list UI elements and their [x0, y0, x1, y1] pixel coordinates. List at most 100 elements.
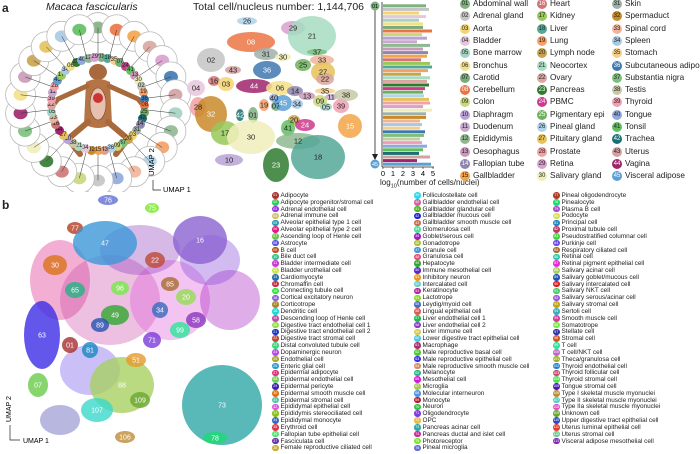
- cell-type-name: Astrocyte: [280, 239, 308, 247]
- organ-pointer-line: [137, 60, 163, 77]
- organ-number-badge: 01: [96, 52, 106, 62]
- organ-pointer-line: [120, 36, 135, 62]
- organ-pointer-line: [79, 150, 87, 179]
- cell-type-number-badge: 34: [272, 417, 279, 424]
- organ-number-badge: 35: [109, 55, 119, 65]
- organ-number-badge: 20: [123, 135, 133, 145]
- cell-type-name: Sertoli cell: [561, 307, 591, 315]
- tissue-number-badge: 25: [537, 109, 547, 120]
- cell-type-number-badge: 32: [272, 403, 279, 411]
- cell-type-number-badge: 77: [553, 192, 560, 199]
- tissue-number-badge: 23: [537, 85, 547, 96]
- cell-type-name: Bile duct cell: [280, 253, 317, 261]
- umap-cluster-tissue-25: [295, 59, 311, 71]
- umap-cell-cluster-label: 89: [96, 323, 104, 330]
- tissue-name: Salivary gland: [550, 171, 602, 181]
- cell-type-number-badge: 13: [272, 274, 279, 281]
- cell-type-name: Erythroid cell: [280, 423, 318, 431]
- umap-cluster-tissue-45: [274, 95, 292, 111]
- umap-cell-cluster-65: [65, 282, 85, 298]
- cell-type-number-badge: 59: [414, 328, 421, 336]
- umap-cell-cluster-label: 75: [148, 206, 156, 213]
- cell-type-name: Intercalated cell: [422, 280, 468, 288]
- x-tick-label: 3: [411, 169, 415, 178]
- tissue-number-badge: 35: [612, 48, 622, 59]
- cell-type-number-badge: 27: [272, 369, 279, 377]
- tissue-number-badge: 31: [612, 0, 622, 9]
- cell-type-name: Digestive tract endothelial cell 1: [280, 321, 371, 329]
- cell-type-number-badge: 79: [553, 205, 560, 213]
- cell-type-number-badge: 71: [414, 410, 421, 417]
- cell-type-number-badge: 83: [553, 233, 560, 240]
- umap-cell-cluster-85: [161, 277, 179, 291]
- cell-type-name: Somatotrope: [561, 321, 599, 329]
- organ-number-badge: 03: [128, 130, 138, 140]
- umap-cluster-tissue-33: [310, 55, 334, 65]
- tissue-name: Duodenum: [473, 122, 514, 131]
- cell-type-number-badge: 15: [272, 287, 279, 295]
- umap-cluster-label: 25: [299, 61, 307, 70]
- umap-cluster-label: 14: [291, 87, 299, 96]
- bar-tissue-28: [383, 101, 430, 105]
- organ-pointer-line: [145, 94, 176, 99]
- bar-tissue-20: [383, 72, 421, 76]
- bar-tissue-08: [383, 29, 432, 33]
- umap-cluster-label: 28: [194, 103, 202, 112]
- tissue-name: Pancreas: [550, 85, 585, 95]
- bar-tissue-41: [383, 148, 423, 152]
- organ-pointer-line: [24, 120, 53, 132]
- tissue-name: Tonsil: [625, 122, 646, 131]
- umap-cluster-label: 34: [293, 100, 301, 109]
- cell-type-number-badge: 09: [272, 246, 279, 254]
- umap-cluster-tissue-43: [225, 66, 241, 74]
- cell-type-name: Dendritic cell: [280, 307, 318, 315]
- cell-type-name: Chromaffin cell: [280, 280, 324, 288]
- cell-type-name: Adrenal endothelial cell: [280, 205, 347, 213]
- tissue-number-badge: 12: [460, 134, 470, 145]
- cell-type-number-badge: 11: [272, 260, 279, 267]
- umap-cluster-label: 04: [192, 84, 200, 93]
- bar-tissue-10: [383, 36, 427, 40]
- umap-cluster-label: 27: [319, 68, 327, 77]
- organ-number-badge: 13: [130, 70, 140, 80]
- cell-type-name: Pseudostratified columnar cell: [561, 232, 647, 240]
- cell-type-number-badge: 110: [553, 417, 560, 424]
- cell-type-name: Epidermal adipocyte: [280, 369, 339, 377]
- order-arrowhead-icon: [372, 154, 378, 160]
- umap-cluster-tissue-14: [287, 86, 303, 96]
- cell-type-number-badge: 23: [272, 342, 279, 349]
- cell-type-number-badge: 55: [414, 301, 421, 308]
- cell-type-number-badge: 84: [553, 239, 560, 247]
- tissue-name: Spinal cord: [625, 23, 666, 33]
- tissue-name: Carotid: [473, 72, 500, 82]
- cell-type-name: Connecting tubule cell: [280, 287, 344, 295]
- cell-type-number-badge: 68: [414, 390, 421, 397]
- cell-type-name: Gallbladder endothelial cell: [422, 198, 500, 206]
